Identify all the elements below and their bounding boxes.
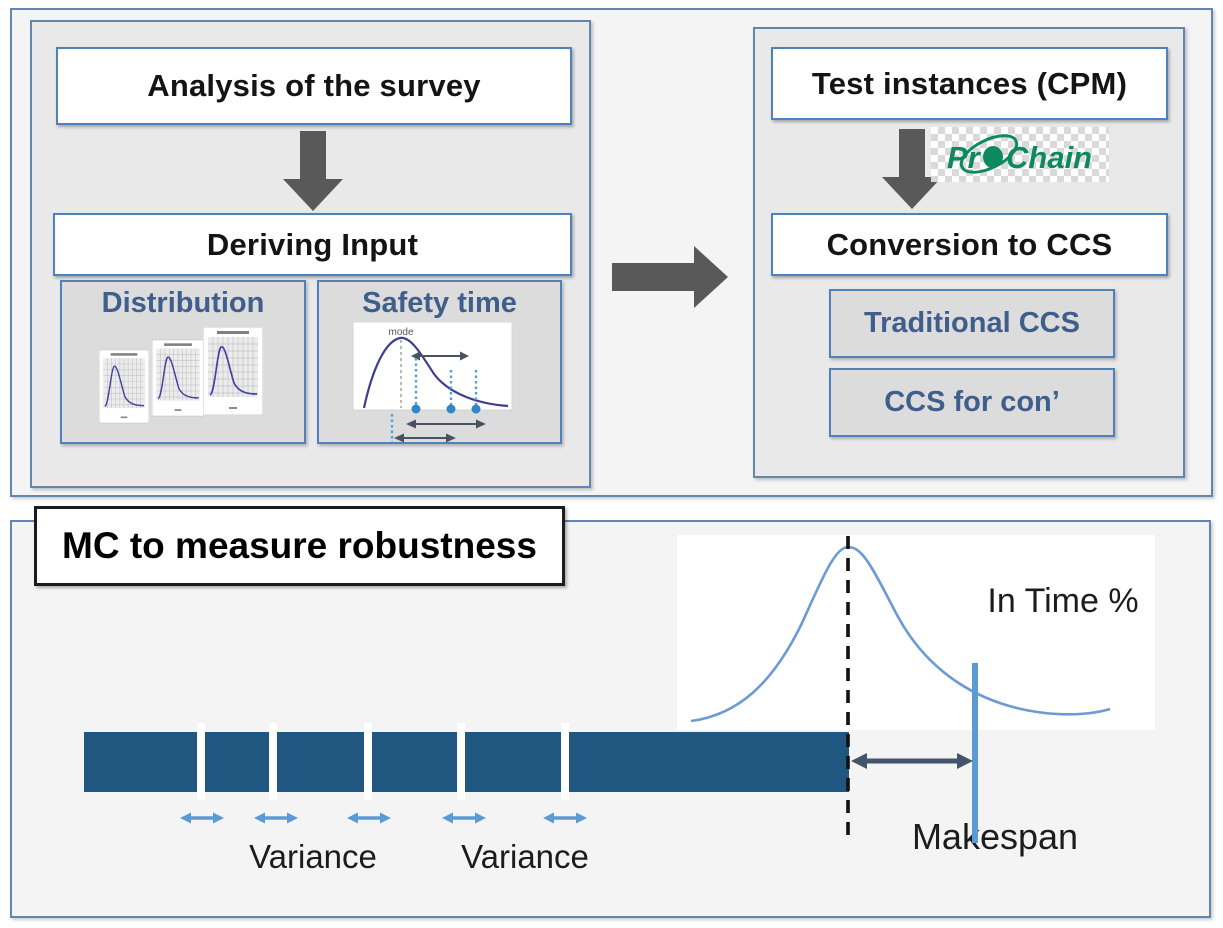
analysis-label: Analysis of the survey <box>147 68 481 103</box>
down-arrow-icon <box>882 129 942 209</box>
variance-arrow-icon <box>442 812 486 824</box>
makespan-label: Makespan <box>911 816 1079 857</box>
bar-gap <box>457 723 465 800</box>
distribution-chart-icon <box>99 349 149 424</box>
test-instances-label: Test instances (CPM) <box>811 65 1128 101</box>
makespan-distribution-area <box>677 535 1155 730</box>
task-bar-segment <box>84 732 197 792</box>
variance-arrow-icon <box>254 812 298 824</box>
variance-arrow-icon <box>347 812 391 824</box>
traditional-ccs-label: Traditional CCS <box>864 307 1080 339</box>
variance-arrow-icon <box>543 812 587 824</box>
in-time-label: In Time % <box>987 582 1139 620</box>
mc-title-box: MC to measure robustness <box>34 506 565 586</box>
bar-gap <box>269 723 277 800</box>
task-bar-segment <box>205 732 269 792</box>
logo-text-chain: Chain <box>1006 140 1092 175</box>
bar-gap <box>561 723 569 800</box>
ccs-for-con-label: CCS for con’ <box>884 386 1060 418</box>
traditional-ccs-box: Traditional CCS <box>829 289 1115 358</box>
bell-curve-icon <box>690 545 1111 723</box>
ccs-for-con-box: CCS for con’ <box>829 368 1115 437</box>
right-arrow-icon <box>612 246 728 308</box>
distribution-chart-icon <box>203 327 263 415</box>
analysis-box: Analysis of the survey <box>56 47 572 125</box>
dashed-line-icon <box>846 536 850 843</box>
variance-label: Variance <box>249 838 377 875</box>
mc-title-label: MC to measure robustness <box>62 525 537 566</box>
down-arrow-icon <box>283 131 343 211</box>
bar-gap <box>197 723 205 800</box>
safety-time-chart-icon: mode <box>352 322 513 443</box>
makespan-arrow-icon <box>851 753 973 769</box>
distribution-label: Distribution <box>101 287 265 319</box>
variance-arrow-icon <box>180 812 224 824</box>
task-bar-segment <box>277 732 364 792</box>
variance-label: Variance <box>461 838 589 875</box>
distribution-chart-icon <box>152 339 204 417</box>
deriving-input-box: Deriving Input <box>53 213 572 276</box>
safety-time-label: Safety time <box>362 287 517 319</box>
bar-gap <box>364 723 372 800</box>
task-bar-segment <box>372 732 457 792</box>
deadline-line <box>972 663 978 843</box>
task-bar-segment <box>569 732 849 792</box>
logo-text-pr: Pr <box>947 140 982 175</box>
prochain-logo: Pr Chain <box>931 127 1109 182</box>
test-instances-box: Test instances (CPM) <box>771 47 1168 120</box>
deriving-input-label: Deriving Input <box>206 226 419 262</box>
conversion-label: Conversion to CCS <box>826 226 1113 262</box>
conversion-box: Conversion to CCS <box>771 213 1168 276</box>
task-bar-segment <box>465 732 561 792</box>
mode-label: mode <box>388 327 413 338</box>
